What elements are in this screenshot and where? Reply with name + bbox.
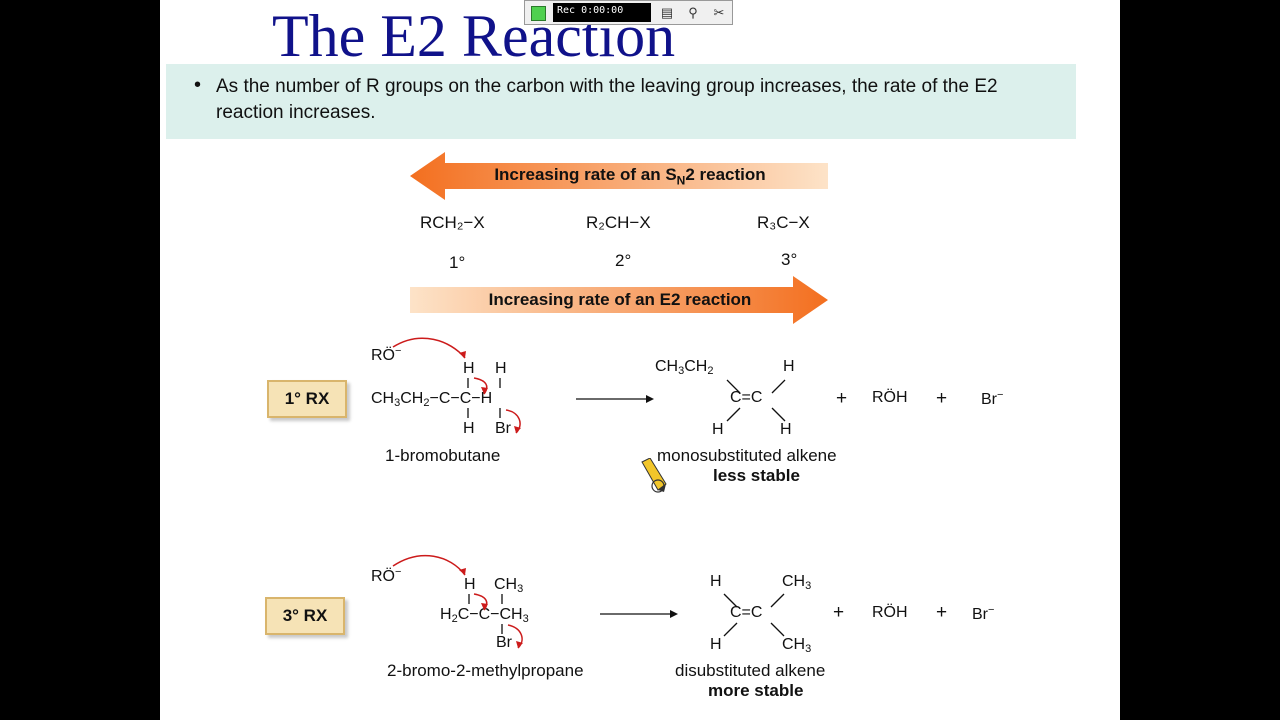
degree-primary: 1°	[449, 253, 466, 272]
bromine-1: Br	[495, 420, 511, 437]
slide: The E2 Reaction • As the number of R gro…	[160, 0, 1120, 720]
reactant-name-2: 2-bromo-2-methylpropane	[387, 661, 584, 680]
degree-tertiary: 3°	[781, 250, 798, 269]
byproduct-alcohol-2: RÖH	[872, 604, 908, 621]
product-double-bond-1: C=C	[730, 389, 763, 406]
product-h-bottom-2: H	[710, 636, 722, 653]
mechanism-diagram-2	[392, 554, 785, 649]
hydrogen-top-right-1: H	[495, 360, 507, 377]
plus-sign: +	[936, 388, 948, 409]
substrate-tertiary: R₃C−X	[757, 213, 810, 232]
rx-label-tertiary: 3° RX	[265, 597, 345, 635]
substrate-primary: RCH₂−X	[420, 213, 485, 232]
sn2-arrow-label: Increasing rate of an SN2 reaction	[494, 165, 766, 188]
e2-arrow-label: Increasing rate of an E2 reaction	[488, 290, 752, 309]
hydrogen-bottom-1: H	[463, 420, 475, 437]
methyl-top-2: CH3	[494, 576, 524, 595]
scissors-icon[interactable]: ✂	[713, 5, 725, 20]
product-stability-2: more stable	[708, 681, 804, 700]
byproduct-alcohol-1: RÖH	[872, 389, 908, 406]
recording-toolbar: Rec 0:00:00 ▤ ⚲ ✂	[524, 0, 733, 25]
product-methyl-bottom-2: CH3	[782, 636, 812, 655]
base-alkoxide-1: RÖ−	[371, 345, 402, 364]
reactant-chain-2: H2C−C−CH3	[440, 606, 529, 625]
product-substituent-1: CH3CH2	[655, 358, 714, 377]
recording-timer: Rec 0:00:00	[553, 3, 651, 22]
product-h-bottom-right-1: H	[780, 421, 792, 438]
rx-label-primary: 1° RX	[267, 380, 347, 418]
bullet-box	[166, 64, 1076, 139]
product-stability-1: less stable	[713, 466, 800, 485]
bullet-text: As the number of R groups on the carbon …	[216, 76, 998, 123]
product-h-top-2: H	[710, 573, 722, 590]
sn2-rate-arrow	[410, 152, 828, 200]
substrate-secondary: R₂CH−X	[586, 213, 651, 232]
hydrogen-top-left-1: H	[463, 360, 475, 377]
notes-icon[interactable]: ▤	[660, 5, 674, 20]
rate-arrows	[410, 152, 828, 324]
e2-rate-arrow	[410, 276, 828, 324]
degree-secondary: 2°	[615, 251, 632, 270]
reactant-chain-1: CH3CH2−C−C−H	[371, 390, 493, 409]
product-name-2: disubstituted alkene	[675, 661, 826, 680]
reactant-name-1: 1-bromobutane	[385, 446, 501, 465]
bromine-2: Br	[496, 634, 512, 651]
bullet-marker: •	[194, 74, 202, 96]
hydrogen-top-2: H	[464, 576, 476, 593]
curved-arrow-base-to-h-2	[392, 554, 466, 576]
plus-sign: +	[836, 388, 848, 409]
link-icon[interactable]: ⚲	[688, 5, 698, 20]
plus-sign: +	[936, 602, 948, 623]
plus-sign: +	[833, 602, 845, 623]
base-alkoxide-2: RÖ−	[371, 566, 402, 585]
product-methyl-top-2: CH3	[782, 573, 812, 592]
product-double-bond-2: C=C	[730, 604, 763, 621]
product-h-bottom-left-1: H	[712, 421, 724, 438]
product-h-top-1: H	[783, 358, 795, 375]
byproduct-bromide-2: Br−	[972, 604, 995, 623]
byproduct-bromide-1: Br−	[981, 389, 1004, 408]
pencil-cursor-icon	[641, 458, 667, 493]
product-name-1: monosubstituted alkene	[657, 446, 837, 465]
record-status-icon[interactable]	[531, 6, 546, 21]
mechanism-diagram-1	[392, 337, 786, 434]
